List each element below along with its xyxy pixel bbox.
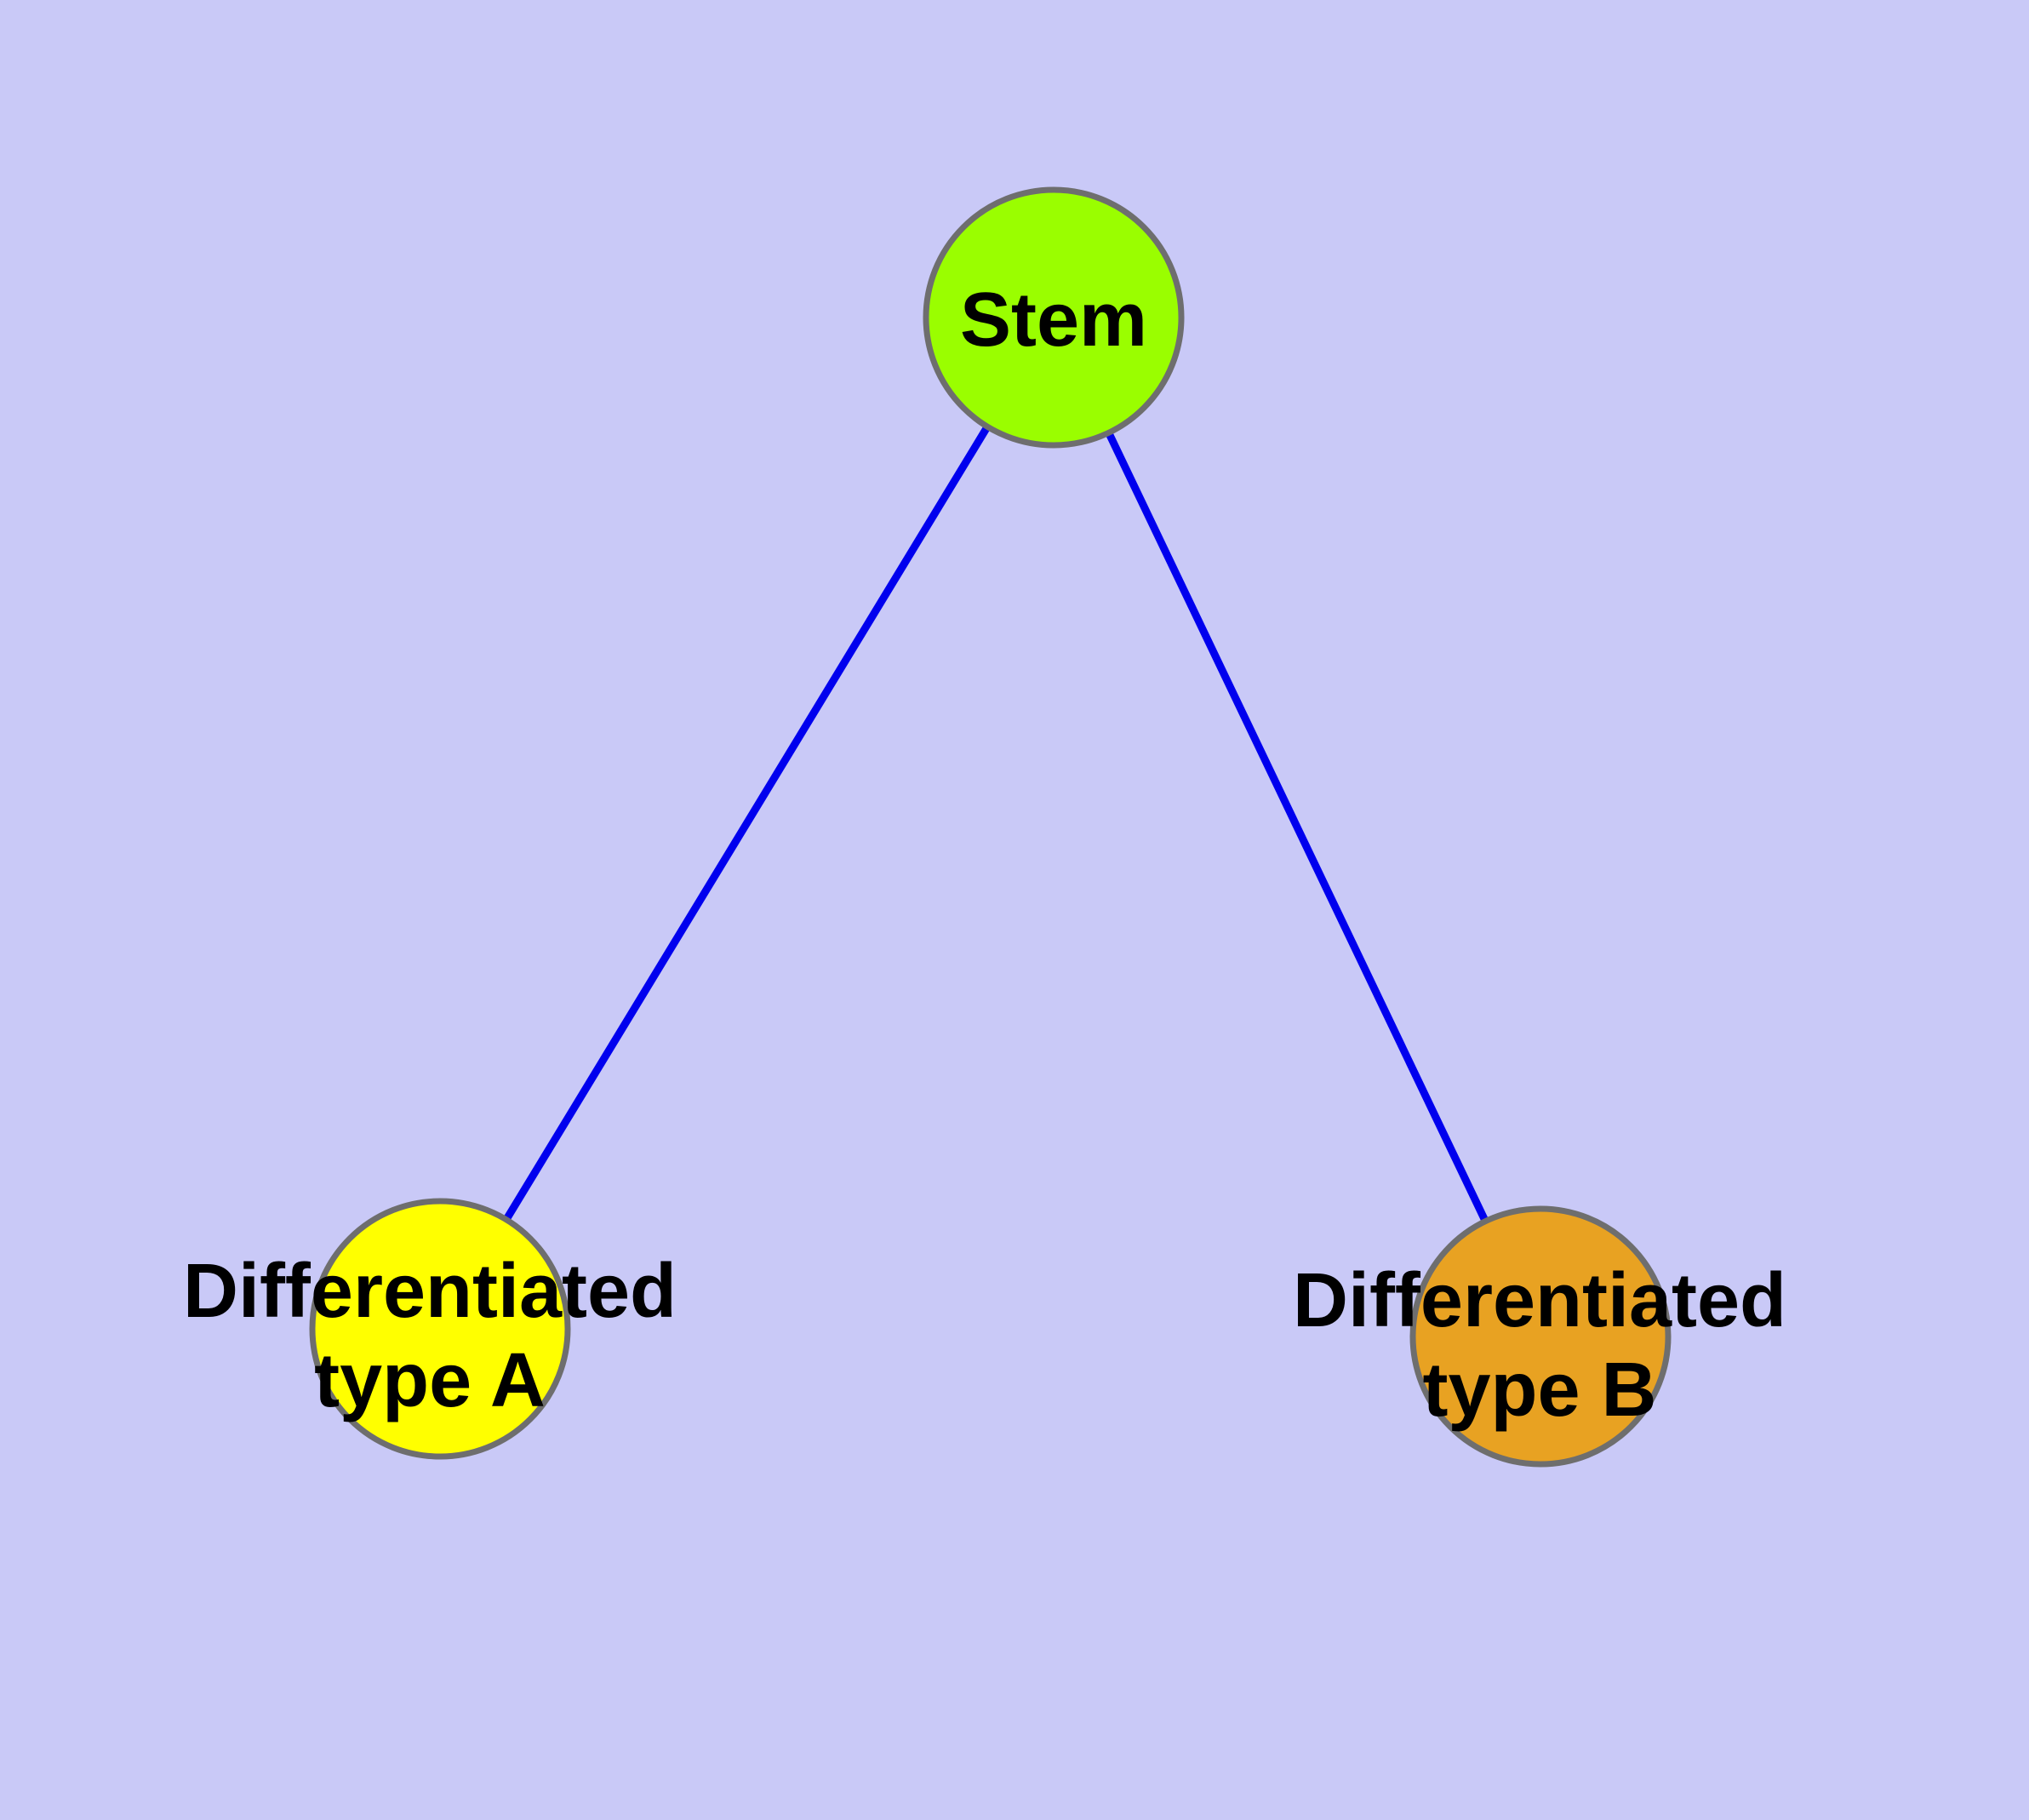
- node-type-b-label-line2: type B: [1422, 1348, 1656, 1433]
- node-type-b-label-line1: Differentiated: [1293, 1258, 1786, 1343]
- edge-stem-to-type-a: [437, 315, 1057, 1331]
- node-type-a-label-line2: type A: [314, 1338, 546, 1423]
- node-differentiated-type-b: [1409, 1205, 1672, 1468]
- node-stem-label: Stem: [960, 278, 1147, 363]
- node-differentiated-type-a: [309, 1198, 571, 1460]
- node-type-a-label-line1: Differentiated: [183, 1249, 677, 1334]
- edge-stem-to-type-b: [1049, 316, 1545, 1338]
- node-stem: [923, 186, 1185, 449]
